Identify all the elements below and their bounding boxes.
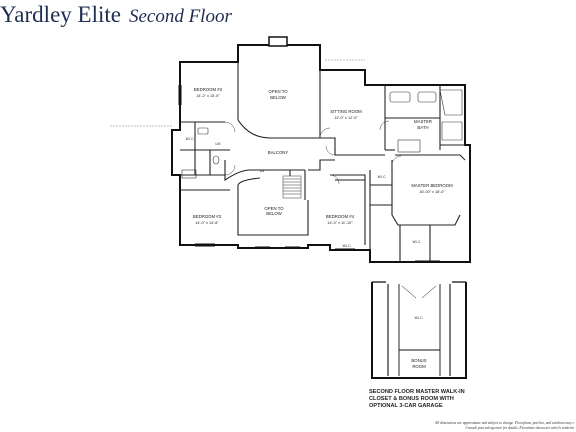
open-upper-name: OPEN TO (268, 89, 288, 94)
room-labels: BEDROOM #2 14'-2" x 15'-5" OPEN TO BELOW… (186, 87, 453, 248)
bonus-name2: ROOM (412, 364, 426, 369)
wic-label-left: W.I.C. (186, 137, 195, 141)
chimney (268, 36, 288, 47)
bedroom2-size: 14'-2" x 15'-5" (196, 94, 220, 98)
wic-label-bedroom4: W.I.C. (343, 244, 352, 248)
bonus-name: BONUS (411, 358, 426, 363)
door-swings (224, 120, 402, 185)
bedroom4-name: BEDROOM #4 (326, 214, 355, 219)
disclaimer-line2: Consult your salesperson for details. El… (465, 425, 574, 430)
master-bedroom-size: 16'-00" x 18'-0" (419, 190, 445, 194)
plan-title: Yardley Elite Second Floor (0, 2, 232, 28)
title-subtitle: Second Floor (128, 6, 232, 27)
balcony-name: BALCONY (268, 150, 289, 155)
bedroom3-size: 14'-0" x 14'-6" (195, 221, 219, 225)
inset-wic-label: W.I.C. (415, 316, 424, 320)
linen-label: LIN (216, 142, 222, 146)
master-bedroom-name: MASTER BEDROOM (411, 183, 453, 188)
disclaimer-line1: All dimensions are approximate and subje… (435, 421, 574, 426)
master-bath-name: MASTER (414, 119, 432, 124)
open-lower-name2: BELOW (266, 211, 282, 216)
interior-walls (180, 62, 466, 262)
inset-plan (371, 281, 467, 379)
title-main: Yardley Elite (0, 2, 121, 27)
sitting-name: SITTING ROOM (330, 109, 362, 114)
dashed-notes (110, 59, 365, 127)
bedroom4-size: 14'-0" x 11'-10" (327, 221, 353, 225)
inset-labels: W.I.C. BONUS ROOM (411, 316, 426, 369)
open-lower-name: OPEN TO (264, 206, 284, 211)
exterior-walls (171, 44, 471, 263)
inset-caption-line3: OPTIONAL 3-CAR GARAGE (369, 403, 443, 409)
inset-caption-line2: CLOSET & BONUS ROOM WITH (369, 396, 454, 402)
disclaimer: All dimensions are approximate and subje… (374, 421, 574, 430)
wic-label-master: W.I.C. (378, 175, 387, 179)
bedroom3-name: BEDROOM #3 (193, 214, 222, 219)
fixtures (181, 89, 463, 179)
window-marks (178, 85, 440, 262)
wic-label-master2: W.I.C. (413, 240, 422, 244)
staircase (282, 175, 302, 199)
open-upper-name2: BELOW (270, 95, 286, 100)
master-bath-name2: BATH (417, 125, 428, 130)
stair-dn-label: DN (260, 169, 265, 173)
inset-caption-line1: SECOND FLOOR MASTER WALK-IN (369, 389, 465, 395)
bedroom2-name: BEDROOM #2 (194, 87, 223, 92)
inset-caption: SECOND FLOOR MASTER WALK-IN CLOSET & BON… (369, 389, 465, 409)
sitting-size: 12'-0" x 12'-0" (334, 116, 358, 120)
